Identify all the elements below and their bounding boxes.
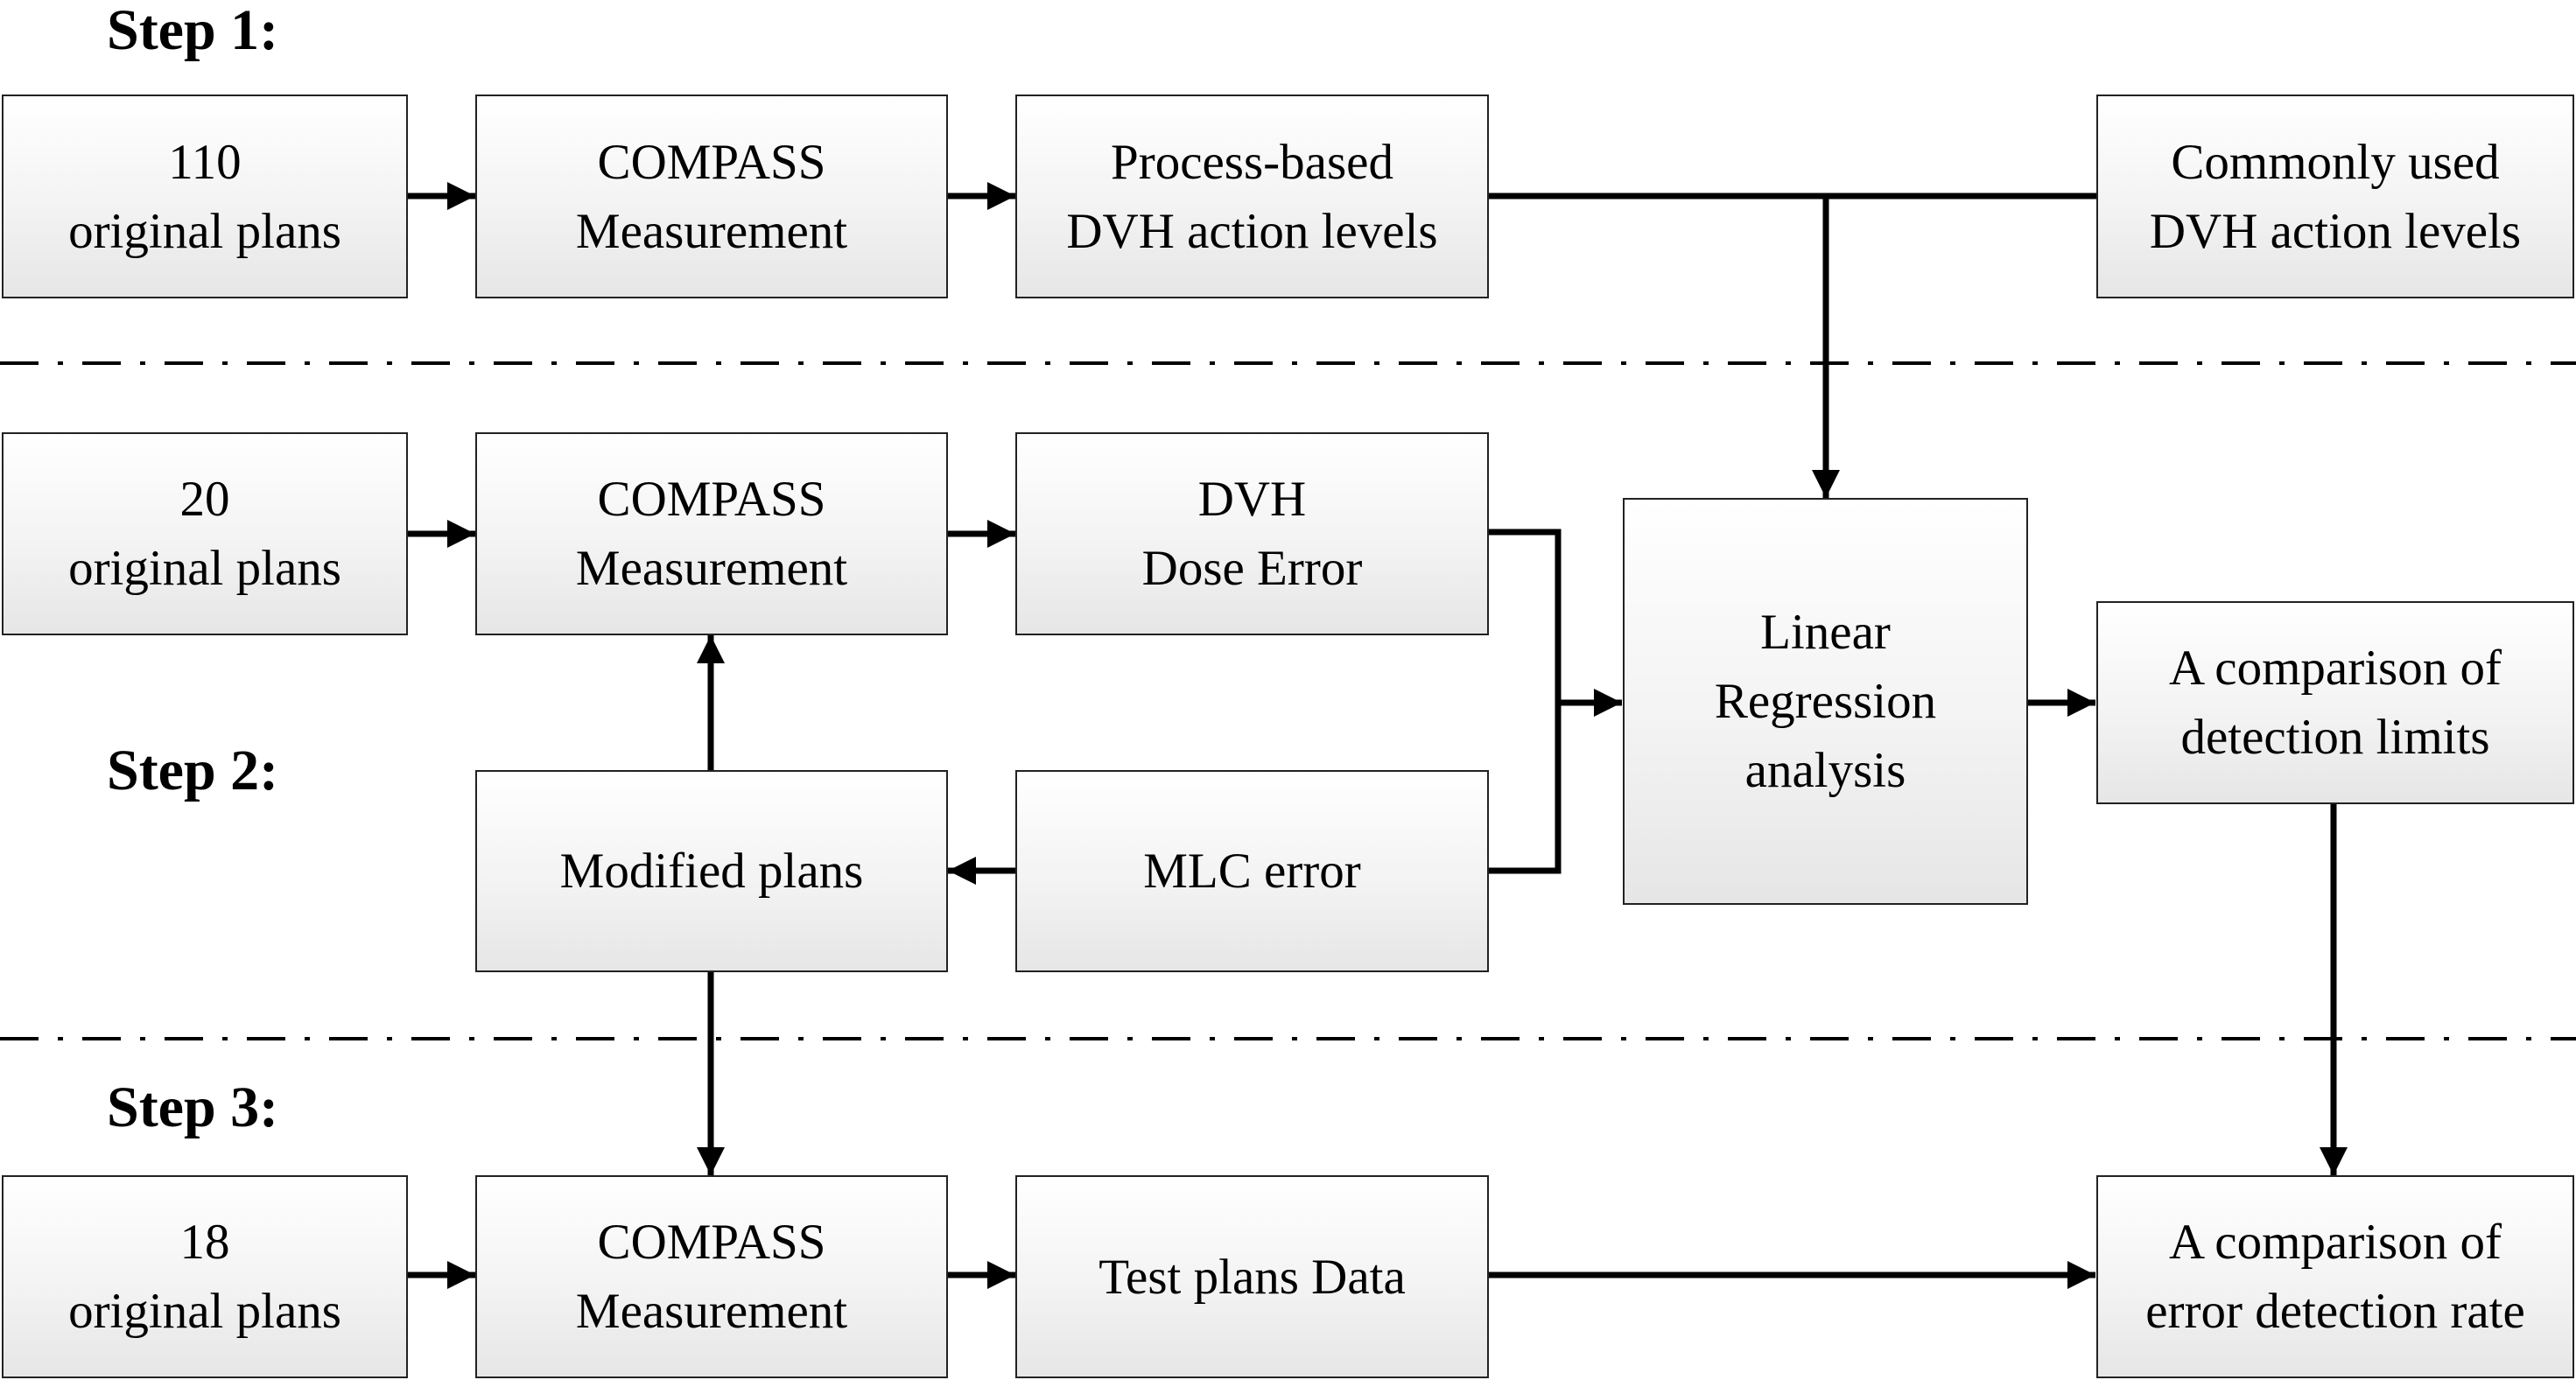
box-comparison-detection-limits: A comparison of detection limits — [2096, 601, 2574, 804]
box-process-based-dvh-levels: Process-based DVH action levels — [1015, 95, 1489, 298]
box-compass-measurement-1: COMPASS Measurement — [475, 95, 948, 298]
box-modified-plans-text: Modified plans — [559, 844, 864, 899]
box-110-original-plans: 110 original plans — [2, 95, 408, 298]
box-compass-measurement-3: COMPASS Measurement — [475, 1175, 948, 1378]
step-1-label: Step 1: — [107, 0, 279, 62]
box-commonly-used-dvh-levels-text: Commonly used DVH action levels — [2149, 134, 2522, 259]
box-linear-regression-analysis-text: Linear Regression analysis — [1714, 605, 1937, 798]
box-compass-measurement-3-text: COMPASS Measurement — [575, 1215, 848, 1339]
box-18-original-plans-text: 18 original plans — [68, 1215, 341, 1339]
box-commonly-used-dvh-levels: Commonly used DVH action levels — [2096, 95, 2574, 298]
connector-dvh-error-bracket — [1489, 529, 1562, 874]
box-test-plans-data-text: Test plans Data — [1098, 1249, 1406, 1305]
box-process-based-dvh-levels-text: Process-based DVH action levels — [1066, 134, 1438, 259]
box-comparison-detection-limits-text: A comparison of detection limits — [2169, 641, 2502, 765]
box-18-original-plans: 18 original plans — [2, 1175, 408, 1378]
box-mlc-error-text: MLC error — [1143, 844, 1361, 899]
box-compass-measurement-2: COMPASS Measurement — [475, 432, 948, 635]
box-comparison-error-detection-rate: A comparison of error detection rate — [2096, 1175, 2574, 1378]
step-3-label: Step 3: — [107, 1075, 279, 1139]
box-20-original-plans-text: 20 original plans — [68, 472, 341, 596]
box-test-plans-data: Test plans Data — [1015, 1175, 1489, 1378]
box-mlc-error: MLC error — [1015, 770, 1489, 972]
step-2-label: Step 2: — [107, 739, 279, 802]
box-dvh-dose-error-text: DVH Dose Error — [1141, 472, 1363, 596]
box-20-original-plans: 20 original plans — [2, 432, 408, 635]
box-modified-plans: Modified plans — [475, 770, 948, 972]
box-linear-regression-analysis: Linear Regression analysis — [1623, 498, 2028, 905]
box-dvh-dose-error: DVH Dose Error — [1015, 432, 1489, 635]
box-compass-measurement-2-text: COMPASS Measurement — [575, 472, 848, 596]
box-110-original-plans-text: 110 original plans — [68, 134, 341, 259]
box-compass-measurement-1-text: COMPASS Measurement — [575, 134, 848, 259]
box-comparison-error-detection-rate-text: A comparison of error detection rate — [2145, 1215, 2525, 1339]
